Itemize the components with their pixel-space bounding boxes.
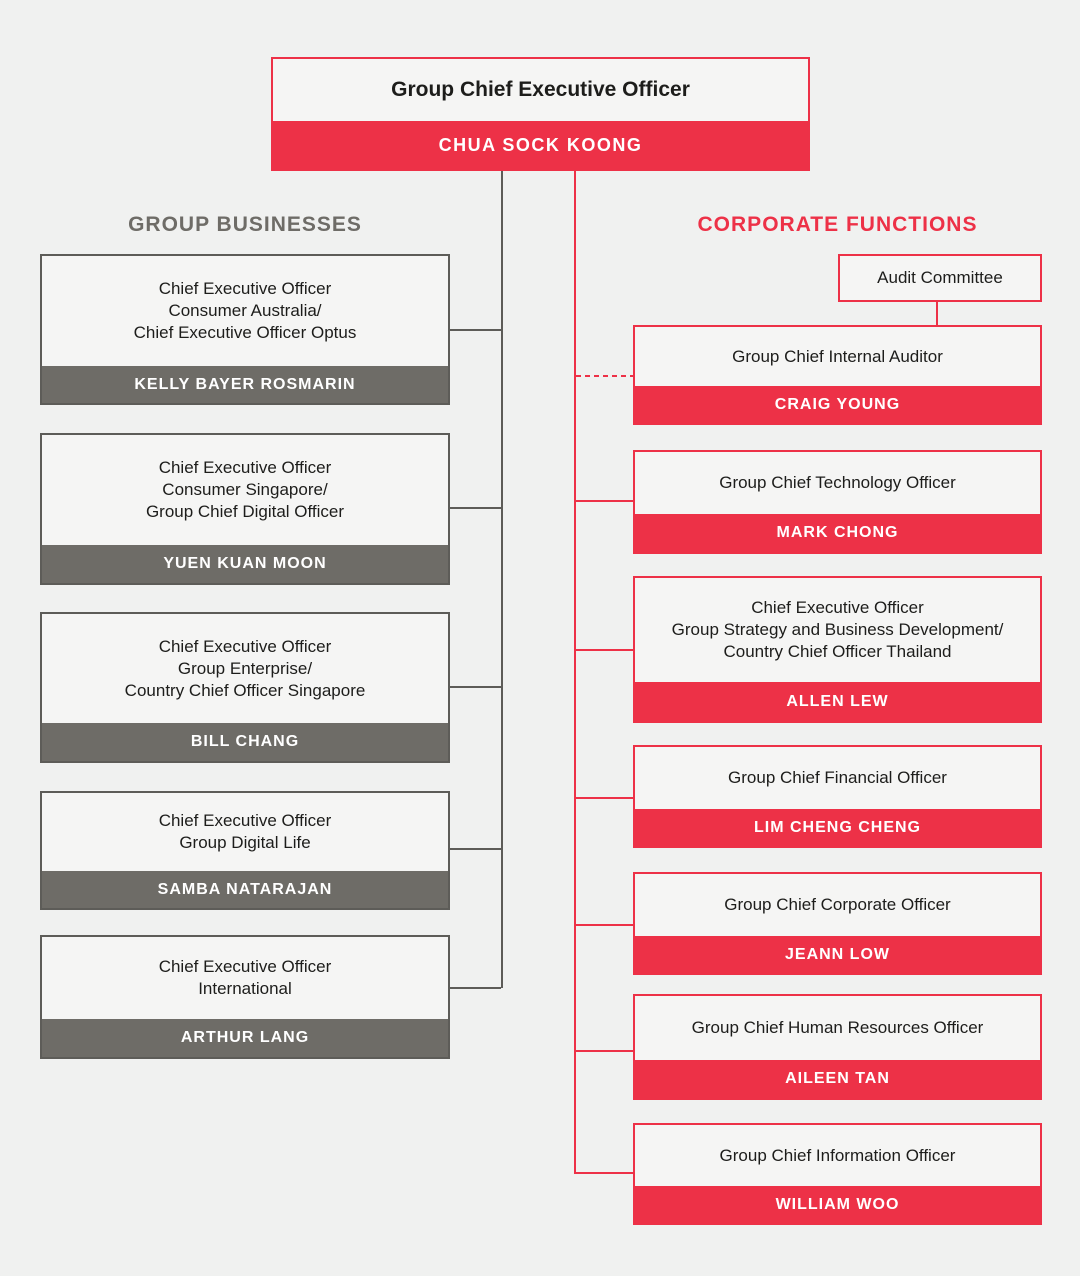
connector-left-4	[448, 848, 501, 850]
box-title: Chief Executive Officer Consumer Singapo…	[145, 458, 345, 521]
box-samba-natarajan: Chief Executive Officer Group Digital Li…	[40, 791, 450, 910]
box-title: Group Chief Technology Officer	[719, 473, 956, 492]
box-title: Group Chief Corporate Officer	[724, 895, 951, 914]
box-aileen-tan: Group Chief Human Resources Officer AILE…	[633, 994, 1042, 1100]
box-arthur-lang: Chief Executive Officer International AR…	[40, 935, 450, 1059]
connector-left-3	[448, 686, 501, 688]
box-title: Chief Executive Officer International	[158, 957, 332, 998]
connector-left-1	[448, 329, 501, 331]
name-banner: WILLIAM WOO	[635, 1186, 1040, 1223]
box-title: Chief Executive Officer Group Digital Li…	[158, 811, 332, 852]
name-banner: ALLEN LEW	[635, 682, 1040, 721]
name-banner: YUEN KUAN MOON	[42, 545, 448, 583]
name-banner: BILL CHANG	[42, 723, 448, 761]
connector-right-2	[576, 500, 633, 502]
corporate-functions-header: CORPORATE FUNCTIONS	[697, 213, 978, 236]
name-banner: JEANN LOW	[635, 936, 1040, 973]
ceo-title: Group Chief Executive Officer	[391, 78, 690, 101]
connector-audit-committee	[936, 302, 938, 325]
box-craig-young: Group Chief Internal Auditor CRAIG YOUNG	[633, 325, 1042, 425]
audit-committee-box: Audit Committee	[838, 254, 1042, 302]
name-banner: MARK CHONG	[635, 514, 1040, 552]
box-title: Chief Executive Officer Consumer Austral…	[133, 279, 357, 342]
connector-right-6	[576, 1050, 633, 1052]
connector-internal-auditor-dashed	[576, 375, 633, 377]
ceo-box: Group Chief Executive Officer CHUA SOCK …	[271, 57, 810, 171]
name-banner: KELLY BAYER ROSMARIN	[42, 366, 448, 403]
box-title: Chief Executive Officer Group Enterprise…	[124, 636, 366, 700]
connector-right-4	[576, 797, 633, 799]
connector-right-5	[576, 924, 633, 926]
box-title: Group Chief Human Resources Officer	[691, 1018, 984, 1037]
name-banner: SAMBA NATARAJAN	[42, 871, 448, 908]
box-title: Group Chief Internal Auditor	[732, 346, 943, 366]
group-businesses-header: GROUP BUSINESSES	[128, 213, 362, 236]
box-william-woo: Group Chief Information Officer WILLIAM …	[633, 1123, 1042, 1225]
box-title: Group Chief Information Officer	[719, 1145, 956, 1165]
box-bill-chang: Chief Executive Officer Group Enterprise…	[40, 612, 450, 763]
name-banner: LIM CHENG CHENG	[635, 809, 1040, 846]
box-jeann-low: Group Chief Corporate Officer JEANN LOW	[633, 872, 1042, 975]
box-lim-cheng-cheng: Group Chief Financial Officer LIM CHENG …	[633, 745, 1042, 848]
name-banner: CRAIG YOUNG	[635, 386, 1040, 423]
box-allen-lew: Chief Executive Officer Group Strategy a…	[633, 576, 1042, 723]
left-trunk-line	[501, 171, 503, 988]
box-yuen-kuan-moon: Chief Executive Officer Consumer Singapo…	[40, 433, 450, 585]
right-trunk-line	[574, 171, 576, 1174]
connector-left-2	[448, 507, 501, 509]
name-banner: AILEEN TAN	[635, 1060, 1040, 1098]
connector-right-3	[576, 649, 633, 651]
name-banner: ARTHUR LANG	[42, 1019, 448, 1057]
connector-right-7	[576, 1172, 633, 1174]
ceo-name-banner: CHUA SOCK KOONG	[273, 121, 808, 169]
box-title: Chief Executive Officer Group Strategy a…	[671, 598, 1004, 661]
box-kelly-bayer-rosmarin: Chief Executive Officer Consumer Austral…	[40, 254, 450, 405]
box-title: Group Chief Financial Officer	[728, 768, 947, 787]
connector-left-5	[448, 987, 501, 989]
box-mark-chong: Group Chief Technology Officer MARK CHON…	[633, 450, 1042, 554]
